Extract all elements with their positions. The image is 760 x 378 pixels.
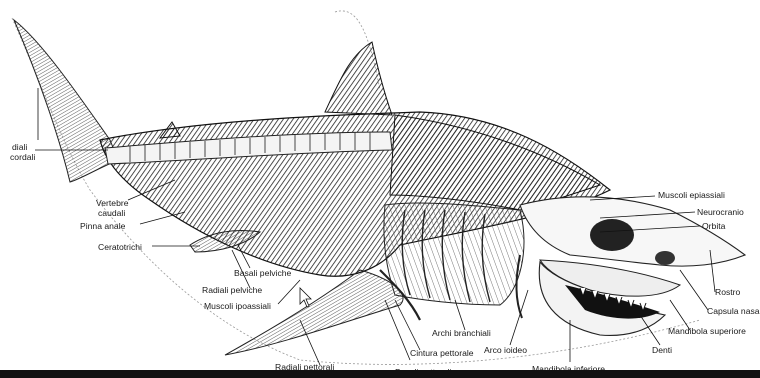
label-pinna-anale: Pinna anale: [80, 221, 125, 231]
label-rostro: Rostro: [715, 287, 740, 297]
label-radiali-pelviche: Radiali pelviche: [202, 285, 262, 295]
label-muscoli-ipoassiali: Muscoli ipoassiali: [204, 301, 271, 311]
branchial-region: [384, 203, 524, 305]
label-mandibola-superiore: Mandibola superiore: [668, 326, 746, 336]
label-orbita: Orbita: [702, 221, 725, 231]
label-vertebre-caudali-1: Vertebre: [96, 198, 129, 208]
label-arco-ioideo: Arco ioideo: [484, 345, 527, 355]
label-basali-pelviche: Basali pelviche: [234, 268, 291, 278]
label-capsula-nasale: Capsula nasa: [707, 306, 760, 316]
label-archi-branchiali: Archi branchiali: [432, 328, 491, 338]
label-vertebre-caudali-2: caudali: [98, 208, 125, 218]
label-denti: Denti: [652, 345, 672, 355]
pectoral-fin: [225, 270, 403, 355]
bottom-bar: [0, 370, 760, 378]
label-radiali-cordali-2: cordali: [10, 152, 35, 162]
label-ceratotrichi: Ceratotrichi: [98, 242, 142, 252]
orbit: [590, 219, 634, 251]
dorsal-fin: [325, 42, 392, 115]
label-cintura-pettorale: Cintura pettorale: [410, 348, 474, 358]
mouse-cursor: [300, 288, 311, 307]
label-muscoli-epiassiali: Muscoli epiassiali: [658, 190, 725, 200]
label-radiali-cordali-1: diali: [12, 142, 27, 152]
label-neurocranio: Neurocranio: [697, 207, 744, 217]
nasal-capsule: [655, 251, 675, 265]
